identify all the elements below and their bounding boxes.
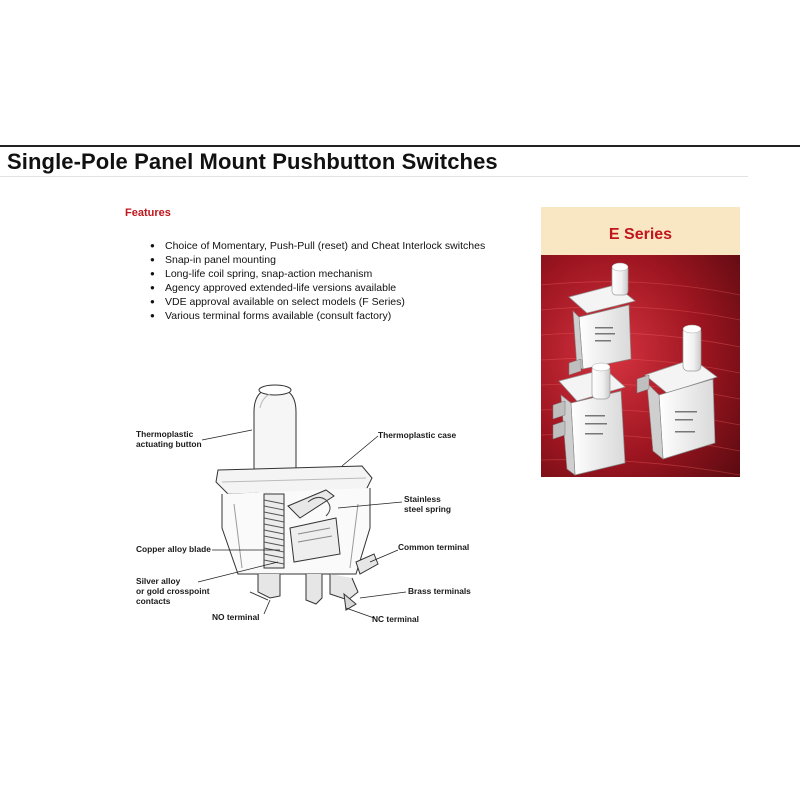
feature-text: Snap-in panel mounting — [165, 254, 276, 266]
switch-right — [636, 324, 718, 460]
label-common-terminal: Common terminal — [398, 542, 469, 552]
feature-item: ● VDE approval available on select models… — [150, 295, 485, 309]
label-no-terminal: NO terminal — [212, 612, 259, 622]
bullet-icon: ● — [150, 283, 155, 292]
feature-text: Long-life coil spring, snap-action mecha… — [165, 268, 373, 280]
title-divider — [0, 176, 748, 177]
series-title: E Series — [608, 226, 673, 243]
feature-item: ● Choice of Momentary, Push-Pull (reset) … — [150, 239, 485, 253]
feature-item: ● Various terminal forms available (consu… — [150, 309, 485, 323]
label-spring-2: steel spring — [404, 504, 451, 514]
e-series-card: E Series — [541, 207, 740, 477]
label-thermoplastic-case: Thermoplastic case — [378, 430, 457, 440]
label-actuating-button-2: actuating button — [136, 439, 202, 449]
label-contacts-1: Silver alloy — [136, 576, 181, 586]
feature-text: VDE approval available on select models … — [165, 296, 405, 308]
feature-text: Various terminal forms available (consul… — [165, 310, 392, 322]
bullet-icon: ● — [150, 255, 155, 264]
switch-product-photo — [541, 255, 740, 477]
label-actuating-button-1: Thermoplastic — [136, 429, 194, 439]
leader-lines — [197, 429, 407, 619]
label-copper-blade: Copper alloy blade — [136, 544, 211, 554]
feature-text: Agency approved extended-life versions a… — [165, 282, 397, 294]
feature-text: Choice of Momentary, Push-Pull (reset) a… — [165, 240, 486, 252]
bullet-icon: ● — [150, 269, 155, 278]
switch-top — [568, 262, 636, 376]
label-brass-terminals: Brass terminals — [408, 586, 471, 596]
switch-illustration — [215, 384, 379, 611]
feature-item: ● Long-life coil spring, snap-action mech… — [150, 267, 485, 281]
label-nc-terminal: NC terminal — [372, 614, 419, 624]
label-spring-1: Stainless — [404, 494, 441, 504]
bullet-icon: ● — [150, 311, 155, 320]
bullet-icon: ● — [150, 297, 155, 306]
label-contacts-2: or gold crosspoint — [136, 586, 210, 596]
label-contacts-3: contacts — [136, 596, 171, 606]
bullet-icon: ● — [150, 241, 155, 250]
switch-cutaway-diagram: Thermoplastic actuating button Thermopla… — [136, 384, 471, 624]
feature-item: ● Agency approved extended-life versions … — [150, 281, 485, 295]
page-title: Single-Pole Panel Mount Pushbutton Switc… — [7, 149, 498, 174]
features-heading: Features — [125, 207, 171, 219]
top-rule — [0, 145, 800, 147]
feature-list: ● Choice of Momentary, Push-Pull (reset) … — [150, 239, 485, 323]
switch-left — [552, 362, 626, 476]
series-banner — [541, 207, 740, 255]
feature-item: ● Snap-in panel mounting — [150, 253, 485, 267]
